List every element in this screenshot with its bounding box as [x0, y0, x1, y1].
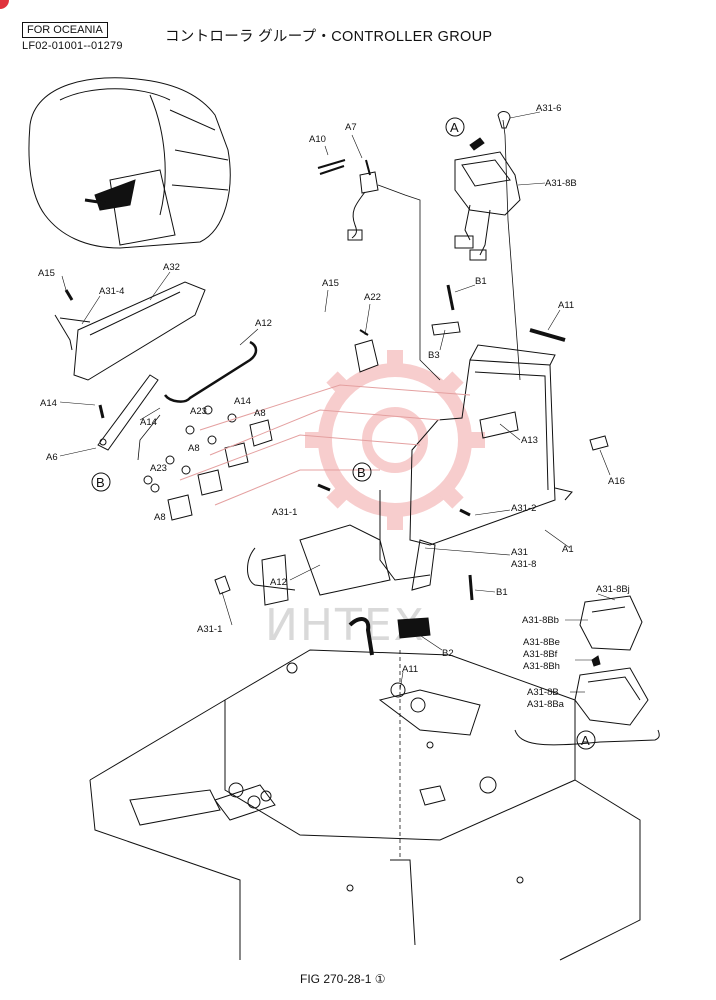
serial-range: LF02-01001--01279	[22, 40, 123, 52]
callout-a23-a: A23	[190, 406, 207, 417]
callout-a12-top: A12	[255, 318, 272, 329]
misc-parts	[214, 284, 609, 656]
callout-b1-top: B1	[475, 276, 487, 287]
callout-a32: A32	[163, 262, 180, 273]
callout-a31-8bb: A31-8Bb	[522, 615, 559, 626]
fuse-box-assembly	[454, 111, 521, 381]
callout-a31-8ba: A31-8Ba	[527, 699, 565, 710]
view-marker-b-mid: B	[357, 465, 366, 480]
callout-a15-mid: A15	[322, 278, 339, 289]
view-markers	[91, 117, 596, 750]
callout-a31-1-top: A31-1	[272, 507, 297, 518]
handle-top	[163, 340, 258, 403]
callout-a10: A10	[309, 134, 326, 145]
watermark-gear	[305, 350, 485, 530]
callout-a31-8bj: A31-8Bj	[596, 584, 630, 595]
region-tag: FOR OCEANIA	[22, 22, 108, 38]
view-marker-a-top: A	[450, 120, 459, 135]
seat-illustration	[28, 77, 231, 249]
switch-assembly	[317, 159, 441, 381]
callout-a8-c: A8	[154, 512, 166, 523]
callout-a8-b: A8	[188, 443, 200, 454]
callout-a31-1-bottom: A31-1	[197, 624, 222, 635]
callout-a31-8bh: A31-8Bh	[523, 661, 560, 672]
controller-bracket	[247, 329, 573, 606]
callout-a22: A22	[364, 292, 381, 303]
bracket-assembly	[54, 281, 206, 451]
callout-a12-bottom: A12	[270, 577, 287, 588]
callout-a31-8be: A31-8Be	[523, 637, 560, 648]
callout-a15-left: A15	[38, 268, 55, 279]
callout-a31-8: A31-8	[511, 559, 536, 570]
callout-b3: B3	[428, 350, 440, 361]
callout-a31-2: A31-2	[511, 503, 536, 514]
callout-b1-bottom: B1	[496, 587, 508, 598]
callout-a31: A31	[511, 547, 528, 558]
base-frame	[89, 649, 641, 961]
callout-a1: A1	[562, 544, 574, 555]
callout-a14-left: A14	[40, 398, 57, 409]
callout-a11-bottom: A11	[402, 664, 418, 675]
callout-a31-8b-top: A31-8B	[545, 178, 577, 189]
leader-lines	[59, 111, 616, 693]
callout-a23-b: A23	[150, 463, 167, 474]
callout-a31-8bf: A31-8Bf	[523, 649, 558, 660]
page-corner-badge	[0, 0, 9, 9]
callout-a31-8b-detail: A31-8B	[527, 687, 559, 698]
watermark-text: ИНТЕХ	[265, 600, 426, 651]
callout-a16: A16	[608, 476, 625, 487]
callout-a8-a: A8	[254, 408, 266, 419]
callout-a31-6: A31-6	[536, 103, 561, 114]
callout-b2: B2	[442, 648, 454, 659]
view-marker-a-detail: A	[581, 733, 590, 748]
callout-a14-a: A14	[234, 396, 251, 407]
callout-labels: A31-6 A31-8B A10 A7 A15 A31-4 A32 A15 A2…	[38, 103, 630, 710]
clamp-group	[137, 405, 273, 521]
view-marker-b-left: B	[96, 475, 105, 490]
page-title: コントローラ グループ・CONTROLLER GROUP	[165, 29, 493, 45]
callout-a7: A7	[345, 122, 357, 133]
callout-a6: A6	[46, 452, 58, 463]
callout-a13: A13	[521, 435, 538, 446]
callout-a11-right: A11	[558, 300, 574, 311]
figure-caption: FIG 270-28-1 ①	[300, 972, 386, 986]
detail-view-a	[514, 595, 660, 746]
callout-a14-b: A14	[140, 417, 157, 428]
callout-a31-4: A31-4	[99, 286, 124, 297]
